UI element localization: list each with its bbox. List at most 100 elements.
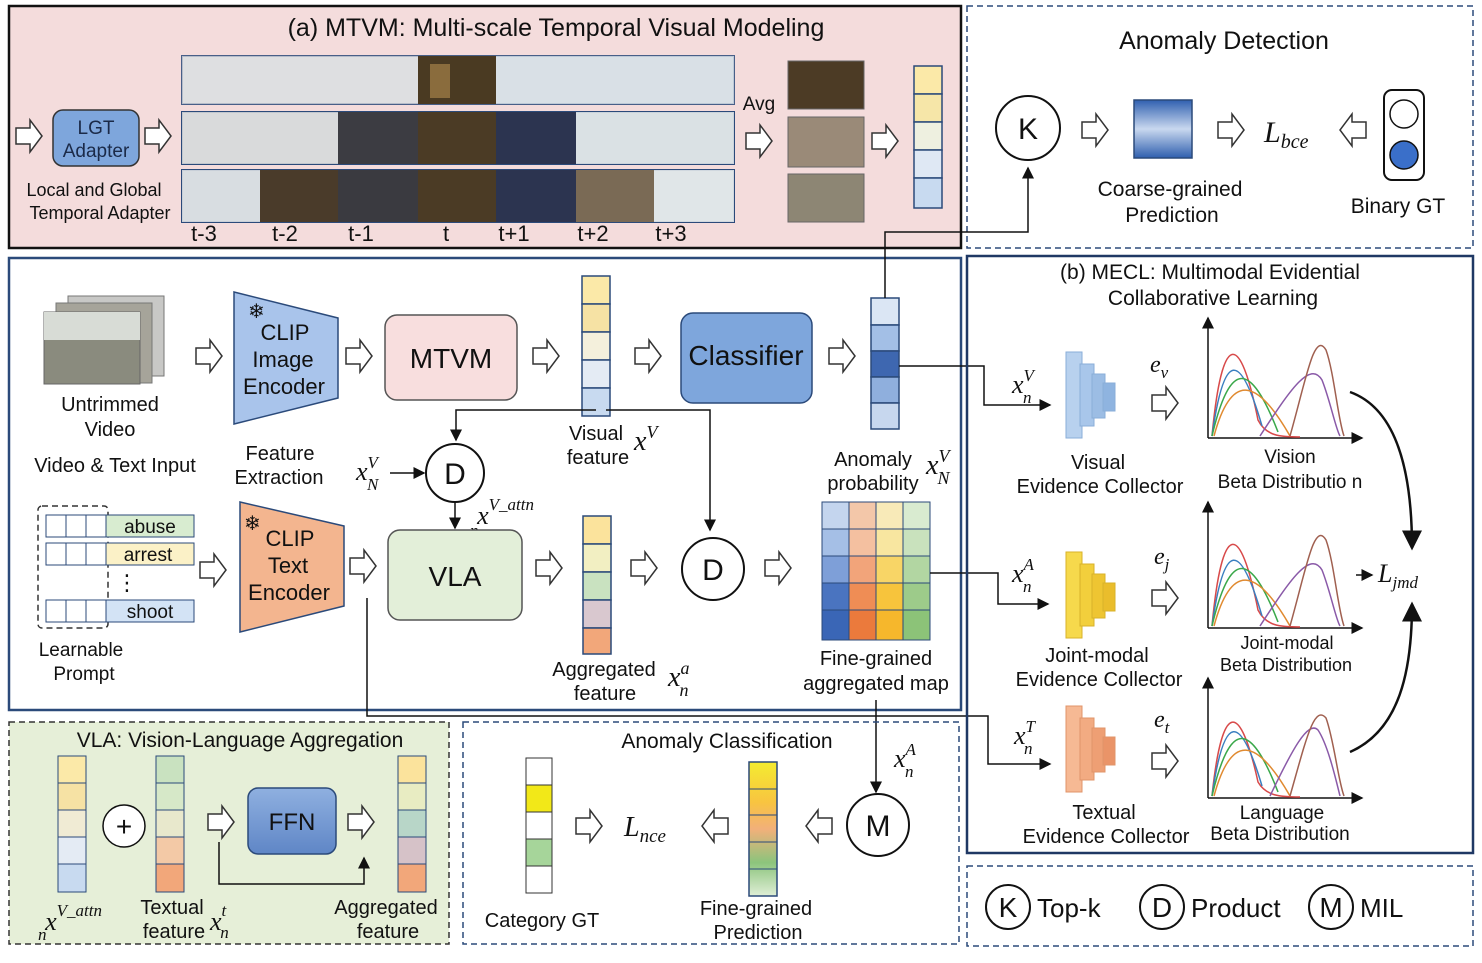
collector-label-1: Visual — [1071, 452, 1125, 474]
vla-block[interactable] — [387, 529, 523, 621]
arrow-icon — [575, 807, 603, 845]
loss-nce-sub: nce — [640, 826, 666, 847]
vla-textual-sub: n — [220, 923, 229, 942]
legend-k-label: Top-k — [1037, 893, 1102, 923]
frame-strip-1 — [181, 55, 735, 105]
mtvm-block[interactable] — [384, 314, 518, 401]
anomaly-detection-title: Anomaly Detection — [1119, 27, 1329, 55]
legend-d-symbol: D — [1152, 892, 1172, 923]
video-frame — [496, 170, 576, 222]
arrow-icon — [535, 549, 563, 587]
aggregated-sub: n — [679, 680, 688, 700]
anomaly-classification-frame — [462, 721, 960, 945]
visual-feature-x: x — [633, 426, 647, 457]
vla-input-x: x — [44, 907, 57, 936]
learnable-prompt-label-2: Prompt — [53, 664, 115, 685]
legend-m-symbol: M — [1319, 892, 1342, 923]
joint-evidence-collector-icon — [1065, 551, 1116, 639]
arrow-icon — [144, 117, 172, 155]
connector-line — [899, 365, 1052, 411]
untrimmed-video-icon — [43, 295, 165, 385]
prompt-class-cell — [105, 514, 195, 538]
arrow-icon — [745, 122, 773, 160]
aggregated-label-1: Aggregated — [552, 659, 655, 681]
anomaly-detection-frame — [966, 5, 1474, 249]
avg-frame — [787, 173, 865, 223]
snowflake-icon: ❄ — [244, 513, 261, 535]
lgt-adapter-label-1: LGT — [78, 118, 115, 139]
mecl-panel-frame — [965, 254, 1475, 855]
arrow-icon — [532, 337, 560, 375]
dist-label-2: Beta Distribution — [1210, 824, 1349, 845]
time-label: t-3 — [191, 221, 217, 246]
evidence-symbol: ej — [1154, 544, 1170, 574]
anomaly-detection-panel: Anomaly Detection K Coarse-grained Predi… — [966, 5, 1474, 249]
lgt-adapter-block[interactable] — [52, 109, 140, 167]
fine-prediction-label-2: Prediction — [714, 922, 803, 944]
vla-textual-column — [155, 755, 185, 893]
beta-distribution-plot — [1202, 500, 1364, 634]
ffn-block[interactable] — [247, 787, 337, 855]
arrow-icon — [345, 337, 373, 375]
connector-line — [606, 409, 716, 532]
evidence-e: e — [1154, 544, 1165, 570]
clip-text-encoder[interactable] — [239, 501, 345, 633]
loss-bce: Lbce — [1263, 116, 1309, 153]
loss-bce-sub: bce — [1281, 131, 1309, 153]
mtvm-panel: (a) MTVM: Multi-scale Temporal Visual Mo… — [7, 4, 963, 250]
connector-line — [884, 166, 1034, 298]
mecl-input-x: x — [1013, 721, 1026, 750]
prompt-label: shoot — [127, 602, 174, 623]
classifier-block[interactable] — [680, 312, 813, 404]
video-frame — [418, 170, 496, 222]
clip-image-encoder[interactable] — [233, 291, 339, 425]
coarse-prediction-label-2: Prediction — [1125, 204, 1218, 227]
mecl-input-sub: n — [1024, 739, 1033, 758]
lgt-caption-1: Local and Global — [26, 180, 161, 200]
avg-frame — [787, 116, 865, 168]
binary-gt-label: Binary GT — [1351, 195, 1446, 218]
anomaly-prob-sup: V — [938, 446, 951, 466]
frame-strips — [181, 55, 735, 223]
mecl-input-sub: n — [1023, 577, 1032, 596]
mecl-input-x: x — [1011, 370, 1024, 399]
video-frame — [418, 56, 496, 104]
loss-jmd-symbol: L — [1377, 559, 1392, 588]
clip-text-label-1: CLIP — [266, 526, 315, 551]
loss-jmd: Ljmd — [1377, 559, 1418, 592]
visual-feature-label-2: feature — [567, 447, 629, 469]
clip-image-label-1: CLIP — [261, 320, 310, 345]
arrow-icon — [871, 122, 899, 160]
time-label: t+2 — [577, 221, 608, 246]
evidence-sub: t — [1165, 718, 1171, 737]
clip-text-label-2: Text — [268, 553, 308, 578]
product-symbol: D — [444, 458, 466, 491]
evidence-e: e — [1150, 352, 1161, 378]
vla-textual-label-2: feature — [143, 921, 205, 943]
fine-map-label-1: Fine-grained — [820, 648, 932, 670]
connector-line — [218, 842, 370, 885]
visual-feature-sup: V — [646, 422, 659, 442]
connector-line — [1349, 601, 1422, 754]
anomaly-classification-title: Anomaly Classification — [621, 730, 832, 753]
video-frame — [338, 170, 418, 222]
arrow-icon — [195, 337, 223, 375]
dist-label-1: Language — [1240, 803, 1325, 824]
connector-line — [930, 572, 1050, 610]
evidence-e: e — [1154, 707, 1165, 733]
product-symbol: D — [702, 554, 724, 587]
mecl-input-sub: n — [1023, 388, 1032, 407]
evidence-sub: j — [1163, 555, 1170, 574]
mecl-input-sup: A — [1023, 555, 1035, 574]
category-gt-column — [525, 757, 553, 894]
arrow-icon — [347, 803, 375, 841]
arrow-icon — [1081, 111, 1109, 149]
collector-label-1: Textual — [1072, 802, 1135, 824]
xa-x: x — [893, 744, 906, 773]
frame-strip-3 — [181, 169, 735, 223]
visual-feature-symbol: xV — [633, 422, 659, 457]
vla-textual-x: x — [209, 907, 222, 936]
